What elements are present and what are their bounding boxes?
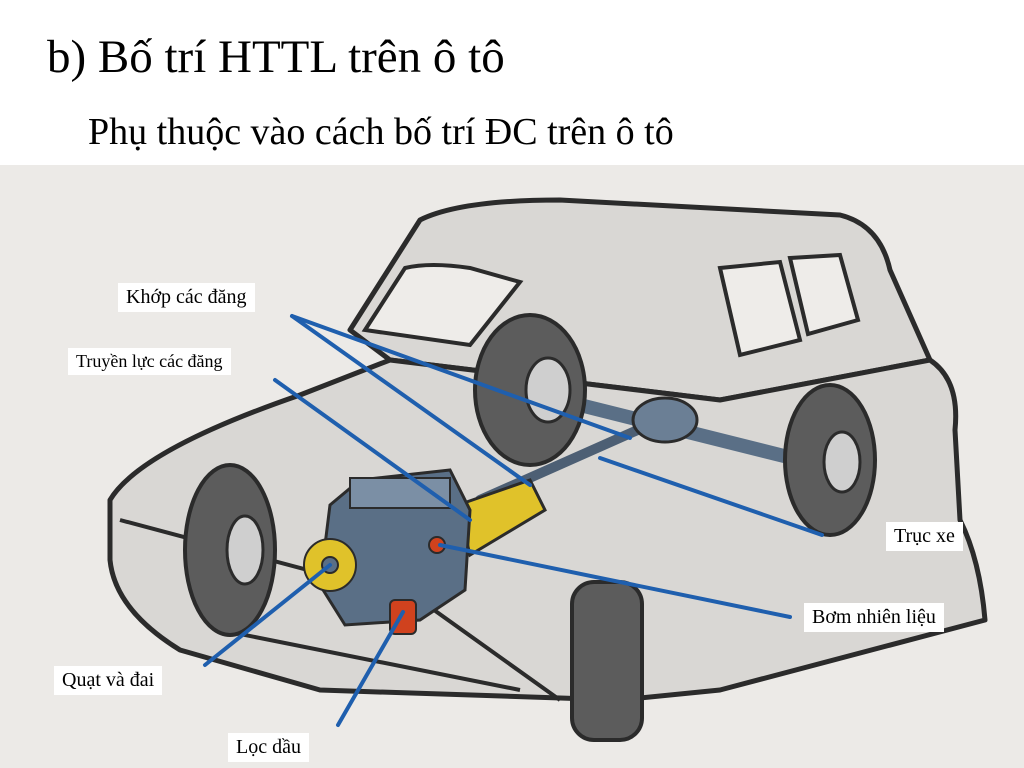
label-axle: Trục xe — [886, 522, 963, 551]
slide-subtitle: Phụ thuộc vào cách bố trí ĐC trên ô tô — [88, 111, 674, 153]
label-fuel-pump: Bơm nhiên liệu — [804, 603, 944, 632]
slide-title: b) Bố trí HTTL trên ô tô — [47, 31, 505, 83]
front-bumper — [219, 628, 521, 692]
leader-oil-filter — [336, 610, 405, 727]
differential — [631, 396, 699, 444]
leader-axle — [598, 456, 824, 537]
leader-lines — [203, 314, 824, 727]
label-universal-joint: Khớp các đăng — [118, 283, 255, 312]
front-left-hub — [225, 514, 265, 586]
rear-right-hub — [822, 430, 862, 494]
leader-universal-joint-a — [290, 314, 532, 487]
leader-fan-belt — [203, 563, 332, 667]
label-fan-belt: Quạt và đai — [54, 666, 163, 695]
rear-window — [361, 263, 524, 348]
front-right-wheel — [570, 580, 644, 742]
leader-drive-shaft — [273, 378, 472, 522]
label-drive-shaft: Truyền lực các đăng — [68, 348, 231, 375]
leader-fuel-pump — [438, 543, 792, 619]
leader-universal-joint-b — [290, 314, 632, 440]
label-oil-filter: Lọc dầu — [228, 733, 309, 762]
side-window-rear — [787, 252, 861, 337]
side-window-front — [717, 259, 803, 358]
